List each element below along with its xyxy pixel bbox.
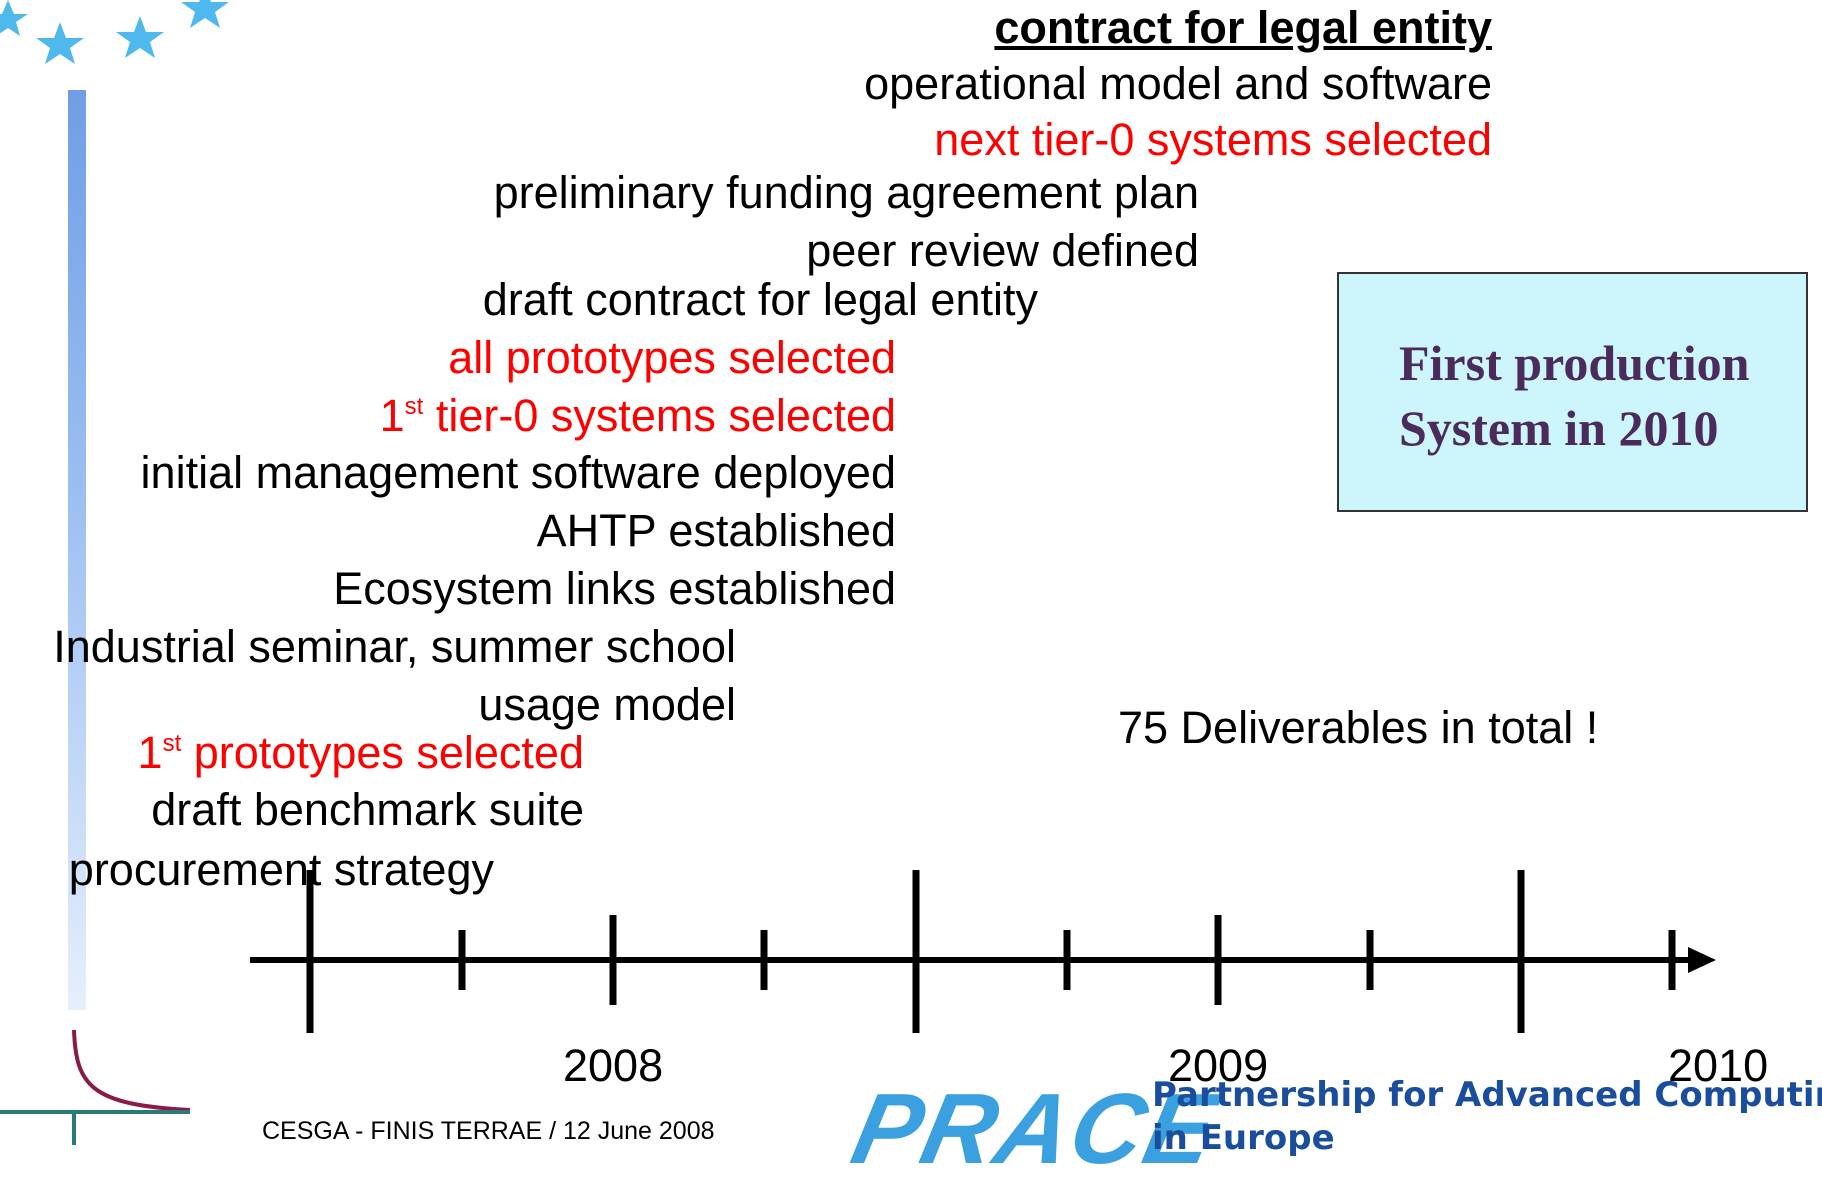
milestone-industrial: Industrial seminar, summer school (53, 621, 736, 672)
prace-tagline-1: Partnership for Advanced Computing (1152, 1075, 1822, 1115)
milestone-ahtp: AHTP established (536, 505, 896, 556)
ordinal-suffix: st (162, 730, 182, 757)
milestone-first-tier0: 1st tier-0 systems selected (380, 393, 896, 438)
side-gradient-bar (68, 90, 86, 1010)
star-icon (181, 0, 229, 28)
prace-tagline-2: in Europe (1152, 1118, 1335, 1158)
star-icon (116, 16, 164, 58)
ordinal-number: 1 (137, 727, 163, 778)
first-production-box: First production System in 2010 (1337, 272, 1808, 512)
milestone-text: prototypes selected (181, 727, 584, 778)
milestone-mgmt-software: initial management software deployed (140, 447, 896, 498)
milestone-ecosystem: Ecosystem links established (333, 563, 896, 614)
info-box-line1: First production (1399, 335, 1750, 391)
milestone-procurement: procurement strategy (68, 844, 494, 895)
ordinal-number: 1 (379, 390, 405, 441)
milestone-first-prototypes: 1st prototypes selected (138, 730, 584, 775)
milestone-benchmark: draft benchmark suite (151, 784, 584, 835)
stars-logo (0, 0, 229, 64)
year-label-2008: 2008 (563, 1040, 664, 1091)
milestone-funding-plan: preliminary funding agreement plan (493, 167, 1199, 218)
milestone-all-prototypes: all prototypes selected (448, 332, 896, 383)
ordinal-suffix: st (404, 393, 424, 420)
star-icon (36, 22, 84, 64)
year-label-2010: 2010 (1668, 1040, 1769, 1091)
milestone-usage-model: usage model (478, 679, 736, 730)
milestone-draft-contract: draft contract for legal entity (482, 274, 1038, 325)
year-label-2009: 2009 (1168, 1040, 1269, 1091)
timeline-axis (250, 870, 1716, 1033)
milestone-peer-review: peer review defined (806, 225, 1199, 276)
info-box-line2: System in 2010 (1399, 400, 1719, 456)
footer-text: CESGA - FINIS TERRAE / 12 June 2008 (262, 1117, 715, 1145)
milestone-contract-legal-entity: contract for legal entity (994, 2, 1492, 53)
deliverables-note: 75 Deliverables in total ! (1118, 702, 1599, 753)
star-icon (0, 0, 28, 36)
milestone-operational-model: operational model and software (864, 58, 1492, 109)
cesga-logo: c s c (0, 1029, 191, 1145)
arrow-head-icon (1688, 947, 1716, 973)
milestone-text: tier-0 systems selected (423, 390, 896, 441)
milestone-next-tier0: next tier-0 systems selected (934, 114, 1492, 165)
